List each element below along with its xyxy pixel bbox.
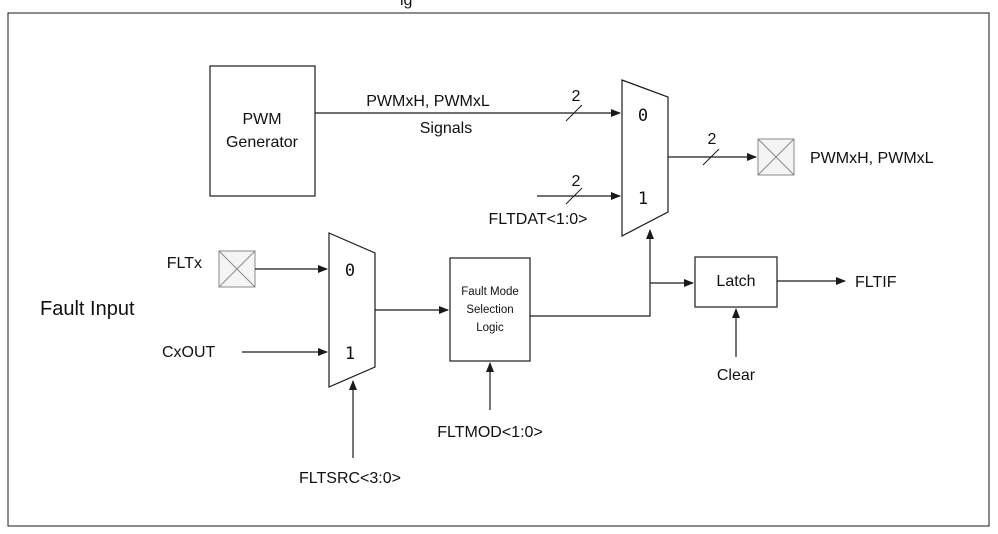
fault-mode-label-1: Fault Mode [461,286,519,298]
output-width-label: 2 [708,131,717,148]
pwm-generator-block: PWM Generator [209,65,316,197]
fault-mode-label-3: Logic [476,322,504,334]
pwm-bus-label-1: PWMxH, PWMxL [366,93,490,110]
fault-input-label: Fault Input [40,298,135,320]
fault-select-wire [530,229,694,317]
pwm-bus-width-label: 2 [572,88,581,105]
latch-label: Latch [716,273,755,290]
input-mux-input-0: 0 [345,261,355,281]
cxout-label: CxOUT [162,344,216,361]
pwm-generator-label-1: PWM [242,111,281,128]
fltdat-label: FLTDAT<1:0> [489,211,588,228]
input-mux-input-1: 1 [345,344,355,364]
diagram-frame [7,12,990,527]
output-mux-input-0: 0 [638,106,648,126]
clear-label: Clear [717,367,756,384]
fltdat-width-label: 2 [572,173,581,190]
fltif-label: FLTIF [855,274,897,291]
latch-block: Latch [694,256,778,308]
output-mux-input-1: 1 [638,189,648,209]
fltx-label: FLTx [167,255,202,272]
fltx-pin-icon [218,250,256,288]
fltsrc-label: FLTSRC<3:0> [299,470,401,487]
output-label: PWMxH, PWMxL [810,150,934,167]
fltmod-label: FLTMOD<1:0> [437,424,543,441]
input-mux: 0 1 [328,232,376,388]
pwm-generator-label-2: Generator [226,134,299,151]
pwm-bus-label-2: Signals [420,120,472,137]
output-pin-icon [757,138,795,176]
fault-mode-logic-block: Fault Mode Selection Logic [449,257,531,362]
output-signal: 2 [668,131,757,166]
pwm-bus: PWMxH, PWMxL Signals 2 [315,88,621,137]
title-fragment: ig [400,0,412,9]
output-mux: 0 1 [621,79,669,237]
fault-mode-label-2: Selection [466,304,513,316]
fltdat-input: 2 FLTDAT<1:0> [489,173,621,228]
